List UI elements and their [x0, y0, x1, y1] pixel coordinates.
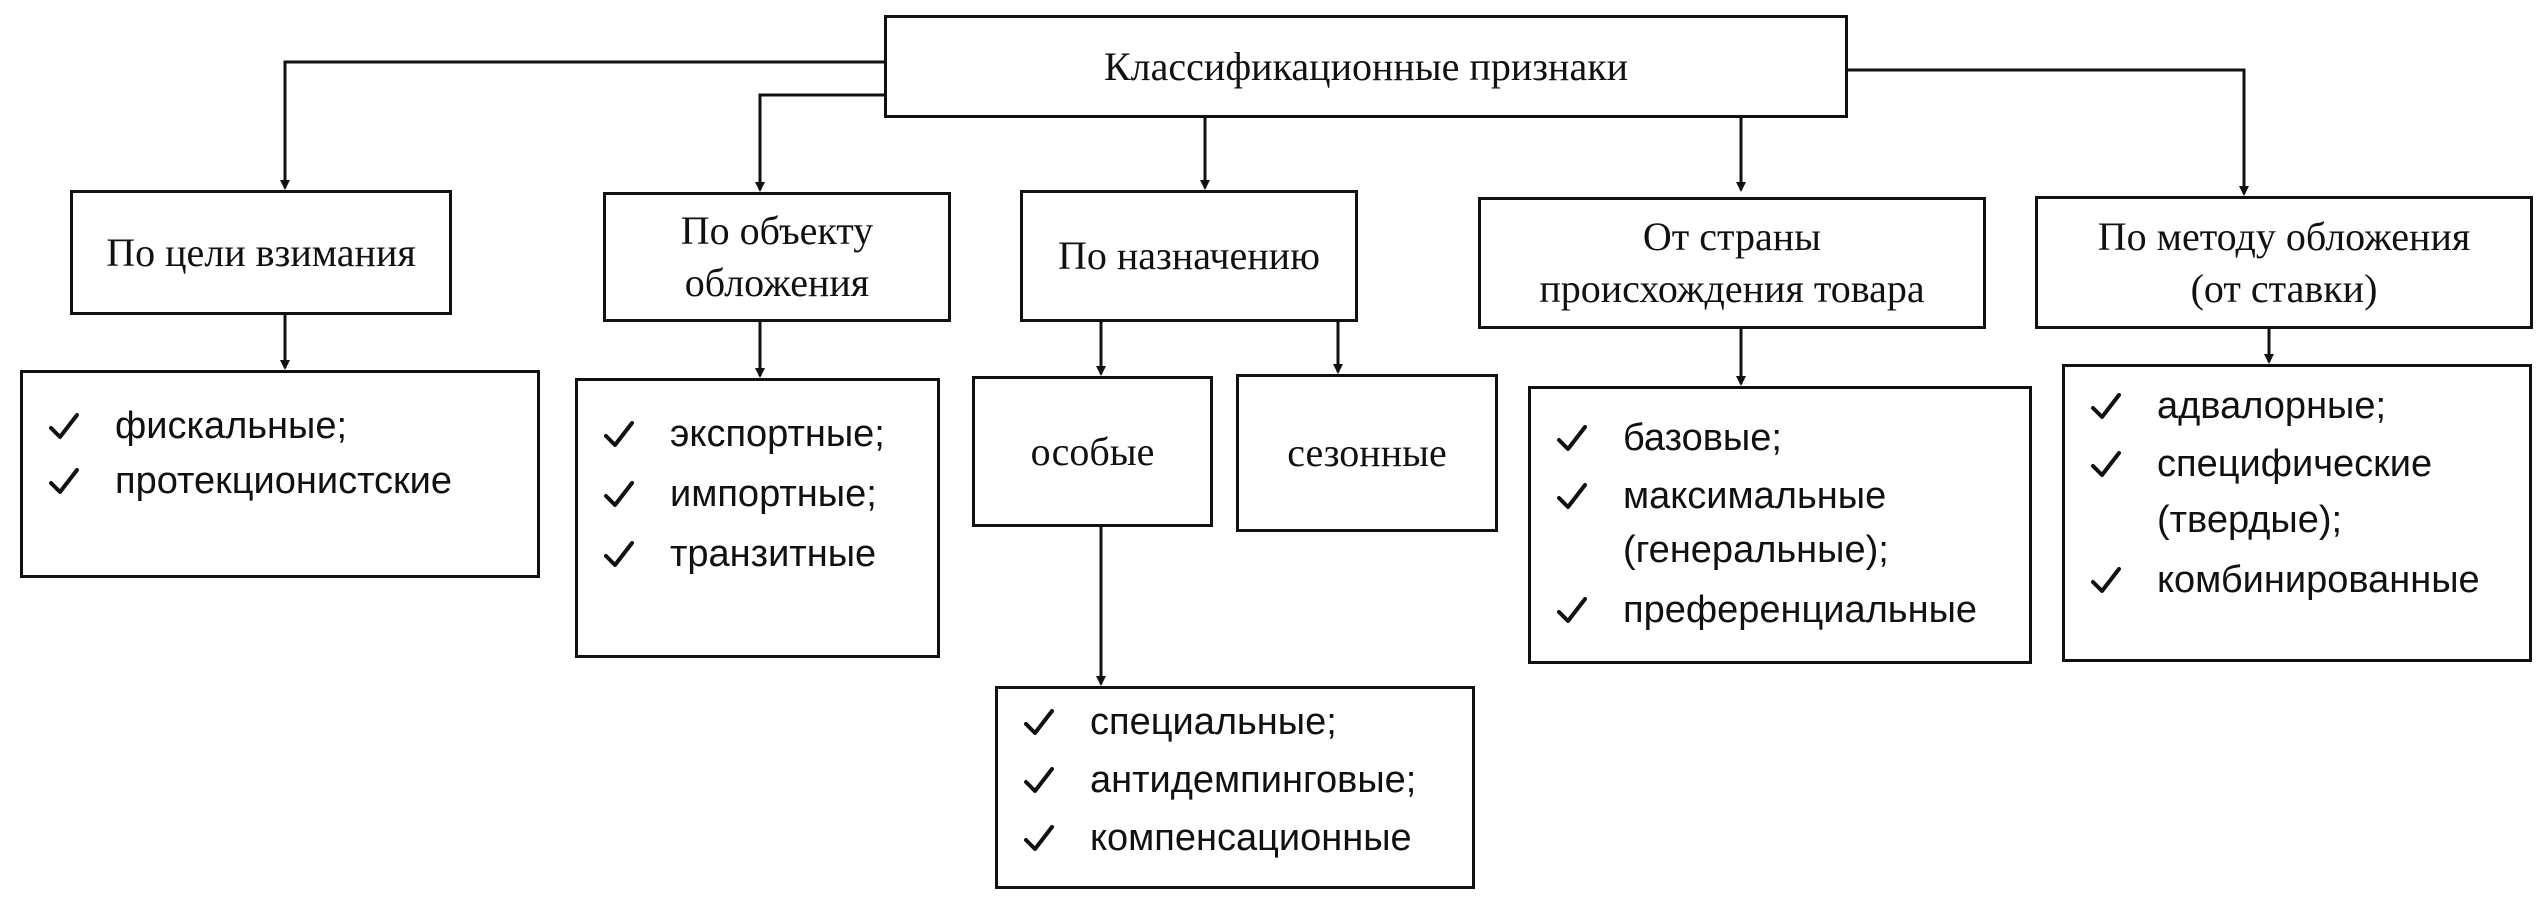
category-goal-label: По цели взимания [106, 229, 416, 275]
list-object: экспортные; импортные; транзитные [575, 378, 940, 658]
check-icon [1557, 597, 1587, 625]
purpose-seasonal-box: сезонные [1236, 374, 1498, 532]
list-item: базовые; [1623, 417, 1782, 459]
category-origin-line-1: От страны [1642, 214, 1822, 259]
category-method-line-2: (от ставки) [2190, 265, 2378, 311]
list-item: комбинированные [2157, 559, 2480, 601]
category-purpose: По назначению [1020, 190, 1358, 322]
list-origin: базовые; максимальные (генеральные); пре… [1528, 386, 2032, 664]
purpose-seasonal-label: сезонные [1287, 430, 1447, 475]
category-goal: По цели взимания [70, 190, 452, 315]
list-item: (генеральные); [1623, 529, 1889, 571]
check-icon [1557, 425, 1587, 453]
list-item: адвалорные; [2157, 385, 2387, 427]
category-object-line-1: По объекту [680, 208, 874, 253]
category-origin-line-2: происхождения товара [1539, 266, 1925, 311]
list-item: экспортные; [670, 413, 885, 455]
check-icon [49, 468, 79, 496]
list-item: компенсационные [1090, 817, 1412, 859]
purpose-special-box: особые [972, 376, 1213, 527]
connector-root-object [755, 93, 884, 192]
connector-root-method [1848, 68, 2249, 196]
connector-root-goal [280, 60, 884, 190]
list-item: (твердые); [2157, 499, 2343, 541]
list-item: специальные; [1090, 701, 1337, 743]
root-box: Классификационные признаки [884, 15, 1848, 118]
check-icon [604, 421, 634, 449]
check-icon [1024, 825, 1054, 853]
list-item: фискальные; [115, 405, 348, 447]
check-icon [1024, 709, 1054, 737]
list-item: максимальные [1623, 475, 1887, 517]
list-item: импортные; [670, 473, 877, 515]
list-item: протекционистские [115, 460, 453, 502]
check-icon [604, 541, 634, 569]
check-icon [1024, 767, 1054, 795]
check-icon [604, 481, 634, 509]
check-icon [2091, 393, 2121, 421]
list-item: специфические [2157, 443, 2433, 485]
category-method: По методу обложения (от ставки) [2035, 196, 2533, 329]
check-icon [49, 413, 79, 441]
list-method: адвалорные; специфические (твердые); ком… [2062, 364, 2532, 662]
list-item: транзитные [670, 533, 877, 575]
root-title: Классификационные признаки [1103, 43, 1629, 89]
check-icon [2091, 451, 2121, 479]
purpose-special-label: особые [1030, 428, 1155, 474]
list-special: специальные; антидемпинговые; компенсаци… [995, 686, 1475, 889]
category-method-line-1: По методу обложения [2097, 213, 2471, 259]
list-item: преференциальные [1623, 589, 1978, 631]
check-icon [1557, 483, 1587, 511]
list-item: антидемпинговые; [1090, 759, 1417, 801]
list-goal: фискальные; протекционистские [20, 370, 540, 578]
category-purpose-label: По назначению [1058, 233, 1320, 278]
category-object-line-2: обложения [684, 260, 870, 305]
category-origin: От страны происхождения товара [1478, 197, 1986, 329]
category-object: По объекту обложения [603, 192, 951, 322]
check-icon [2091, 567, 2121, 595]
